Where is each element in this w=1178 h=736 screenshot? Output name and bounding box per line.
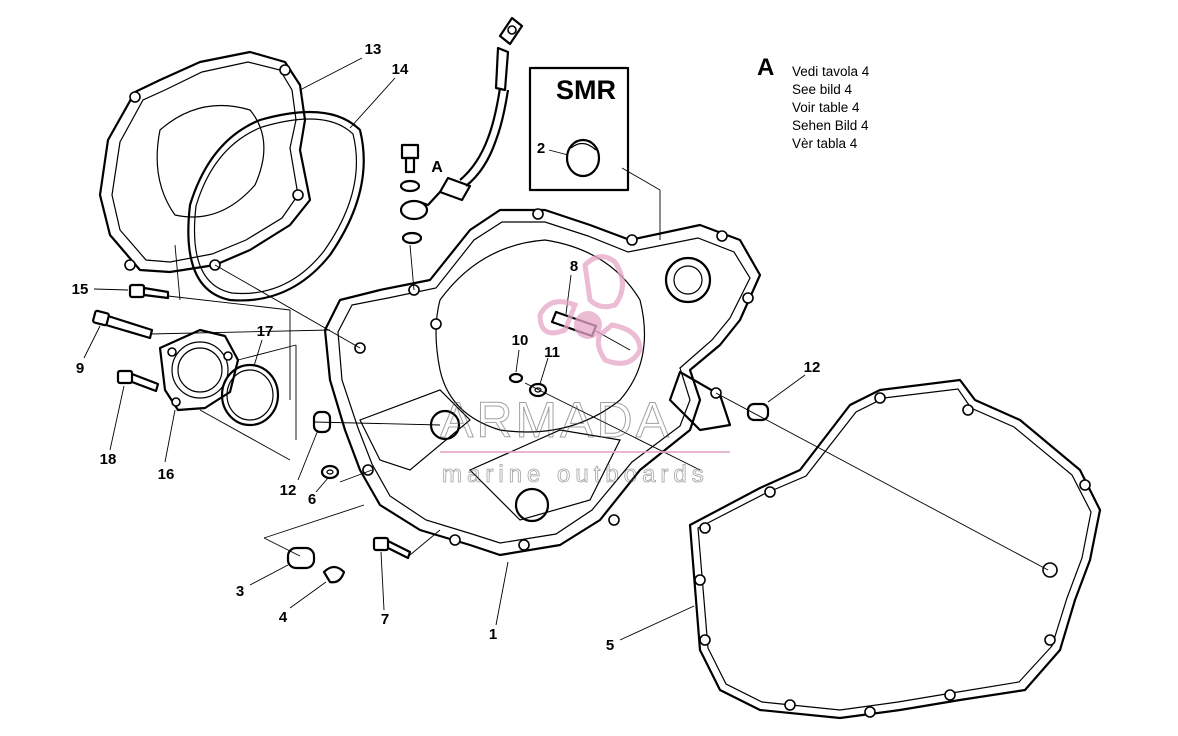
callout-12-left: 12 [280,482,297,499]
callout-11: 11 [544,344,560,361]
watermark-tagline: marine outboards [442,461,709,488]
part-16-inspection-cover [158,328,240,412]
callout-9: 9 [76,360,84,377]
callout-2: 2 [537,140,545,157]
propeller-icon [537,254,643,366]
reference-line-1: Vedi tavola 4 [792,64,870,79]
part-12-dowel-right [746,402,770,422]
callout-leaders [83,57,806,641]
callout-14: 14 [392,61,409,78]
callout-labels: 13 14 15 9 18 16 17 12 6 3 4 7 1 5 8 10 … [72,41,821,654]
callout-4: 4 [279,609,288,626]
callout-1: 1 [489,626,497,643]
callout-3: 3 [236,583,244,600]
part-18-bolt [116,369,160,393]
reference-legend: A Vedi tavola 4 See bild 4 Voir table 4 … [757,54,870,151]
smr-title: SMR [556,75,616,105]
callout-16: 16 [158,466,175,483]
reference-line-2: See bild 4 [792,82,853,97]
part-4-clip [322,565,346,584]
smr-box: SMR 2 [528,66,630,192]
part-15-bolt [128,283,170,300]
part-7-bolt [372,536,412,560]
part-1-crankcase-cover [323,208,762,557]
part-10-screw [508,372,524,384]
watermark-logo: ARMADA marine outboards [440,254,730,488]
part-3-bushing [286,546,316,570]
part-5-gasket [688,378,1102,720]
callout-18: 18 [100,451,117,468]
callout-12-right: 12 [804,359,821,376]
reference-line-4: Sehen Bild 4 [792,118,869,133]
callout-13: 13 [365,41,382,58]
callout-a-hose: A [431,159,443,176]
part-a-oil-hose [399,16,524,245]
reference-letter: A [757,54,774,81]
part-11-washer [528,382,548,398]
reference-line-3: Voir table 4 [792,100,860,115]
callout-7: 7 [381,611,389,628]
part-14-cover-oring [187,110,365,302]
callout-17: 17 [257,323,274,340]
part-6-washer [320,464,340,480]
alignment-lines [149,167,1049,571]
part-17-oring [220,363,280,427]
part-9-long-bolt [92,309,154,340]
callout-15: 15 [72,281,89,298]
part-13-outer-cover [98,50,312,274]
reference-line-5: Vèr tabla 4 [792,136,858,151]
callout-8: 8 [570,258,578,275]
watermark-brand: ARMADA [440,392,672,448]
callout-6: 6 [308,491,316,508]
callout-5: 5 [606,637,614,654]
callout-10: 10 [512,332,529,349]
